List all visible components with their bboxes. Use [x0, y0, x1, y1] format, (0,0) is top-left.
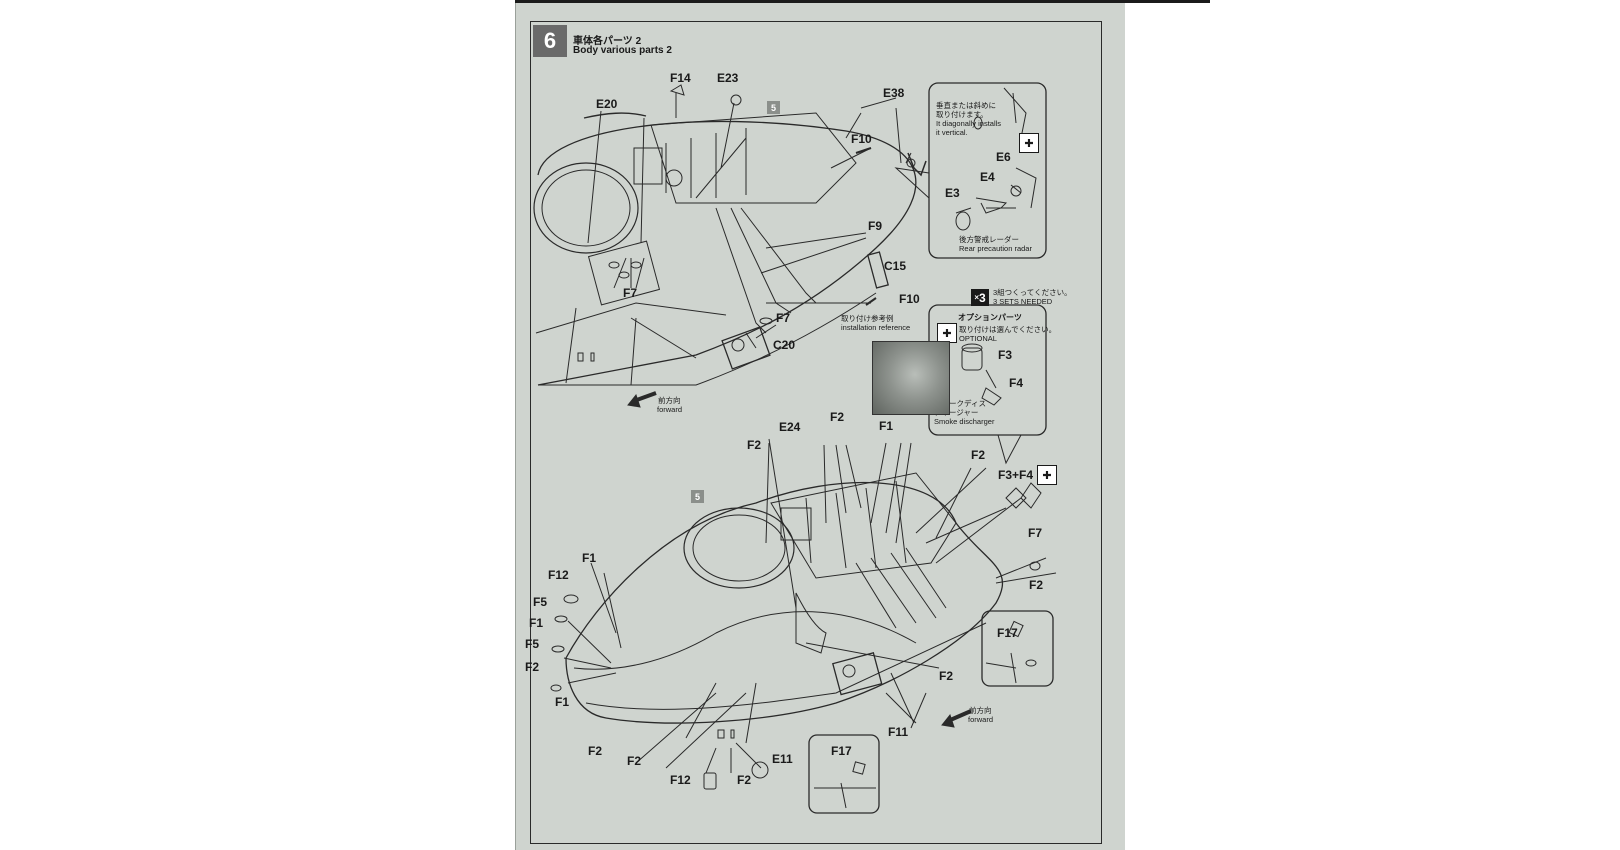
part-label: C20 [773, 338, 796, 352]
forward-label-jp: 前方向 [658, 396, 681, 405]
part-label: F2 [737, 773, 752, 787]
f17-callout-bottom [808, 734, 880, 814]
part-label: F2 [747, 438, 762, 452]
part-label: E23 [717, 71, 739, 85]
part-label: F7 [623, 286, 638, 300]
step-title-en: Body various parts 2 [573, 45, 672, 56]
part-label: F17 [831, 744, 852, 758]
radar-caption-jp: 後方警戒レーダー [959, 235, 1019, 244]
part-label: F10 [851, 132, 872, 146]
part-label: F9 [868, 219, 883, 233]
optional-note-en: OPTIONAL [959, 334, 997, 343]
smoke-caption-en: Smoke discharger [934, 417, 995, 426]
forward-label-jp-bottom: 前方向 [969, 706, 992, 715]
radar-note-jp-1: 垂直または斜めに [936, 101, 996, 110]
part-label: F2 [971, 448, 986, 462]
smoke-caption-jp-2: チャージャー [934, 408, 979, 417]
part-label: F2 [627, 754, 642, 768]
part-label: F2 [939, 669, 954, 683]
step-ref-badge-top: 5 [767, 101, 780, 114]
install-ref-jp: 取り付け参考例 [841, 314, 894, 323]
part-label: C15 [884, 259, 907, 273]
installation-reference-photo [872, 341, 950, 415]
top-scan-border [515, 0, 1210, 3]
part-label: F5 [525, 637, 540, 651]
sets-needed-en: 3 SETS NEEDED [993, 297, 1053, 306]
part-label: E11 [772, 752, 793, 766]
part-label: F7 [776, 311, 791, 325]
assembly-drawing [533, 82, 1057, 814]
part-label: F2 [1029, 578, 1044, 592]
part-label: F17 [997, 626, 1018, 640]
part-label: F3 [998, 348, 1013, 362]
part-label: E38 [883, 86, 905, 100]
sets-needed-jp: 3組つくってください。 [993, 288, 1072, 297]
assembly-symbol-icon: ✚ [937, 323, 957, 343]
f17-callout-right [981, 610, 1054, 687]
part-label: F12 [670, 773, 691, 787]
part-label: F1 [879, 419, 894, 433]
part-label: F11 [888, 725, 909, 739]
part-label: F2 [525, 660, 540, 674]
part-label: F1 [555, 695, 570, 709]
assembly-symbol-icon: ✚ [1019, 133, 1039, 153]
radar-note-jp-2: 取り付けます。 [936, 110, 988, 119]
step-frame [530, 21, 1102, 844]
part-label: F10 [899, 292, 920, 306]
part-label: F12 [548, 568, 569, 582]
forward-label-en: forward [657, 405, 683, 414]
optional-title-jp: オプションパーツ [958, 313, 1022, 322]
step-number-badge: 6 [533, 25, 567, 57]
part-label: E24 [779, 420, 801, 434]
radar-note-en-1: It diagonally installs [936, 119, 1002, 128]
radar-note-en-2: it vertical. [936, 128, 968, 137]
radar-callout-box [894, 82, 1047, 259]
assembly-symbol-icon: ✚ [1037, 465, 1057, 485]
part-label: F7 [1028, 526, 1043, 540]
part-label: F3+F4 [998, 468, 1034, 482]
optional-note-jp: 取り付けは選んでください。 [959, 325, 1057, 334]
instruction-sheet: 6 車体各パーツ 2 Body various parts 2 5 5 F14 … [515, 3, 1125, 850]
part-label: F2 [588, 744, 603, 758]
upper-hull-drawing [533, 84, 927, 408]
part-label: F1 [582, 551, 597, 565]
part-label: F2 [830, 410, 845, 424]
part-label: F1 [529, 616, 544, 630]
part-label: F5 [533, 595, 548, 609]
sets-multiplier: 3 [978, 290, 986, 305]
install-ref-en: installation reference [841, 323, 911, 332]
lower-hull-drawing [550, 438, 1057, 790]
part-label: F14 [670, 71, 691, 85]
forward-label-en-bottom: forward [968, 715, 994, 724]
part-label: E6 [996, 150, 1011, 164]
part-label: E3 [945, 186, 960, 200]
step-ref-badge-bottom: 5 [691, 490, 704, 503]
part-label: E20 [596, 97, 618, 111]
smoke-caption-jp-1: スモークディス [934, 399, 986, 408]
step-title-jp: 車体各パーツ 2 [573, 36, 642, 47]
sets-multiplier-badge: ×3 [971, 289, 989, 306]
part-label: F4 [1009, 376, 1024, 390]
radar-caption-en: Rear precaution radar [959, 244, 1032, 253]
part-label: E4 [980, 170, 995, 184]
